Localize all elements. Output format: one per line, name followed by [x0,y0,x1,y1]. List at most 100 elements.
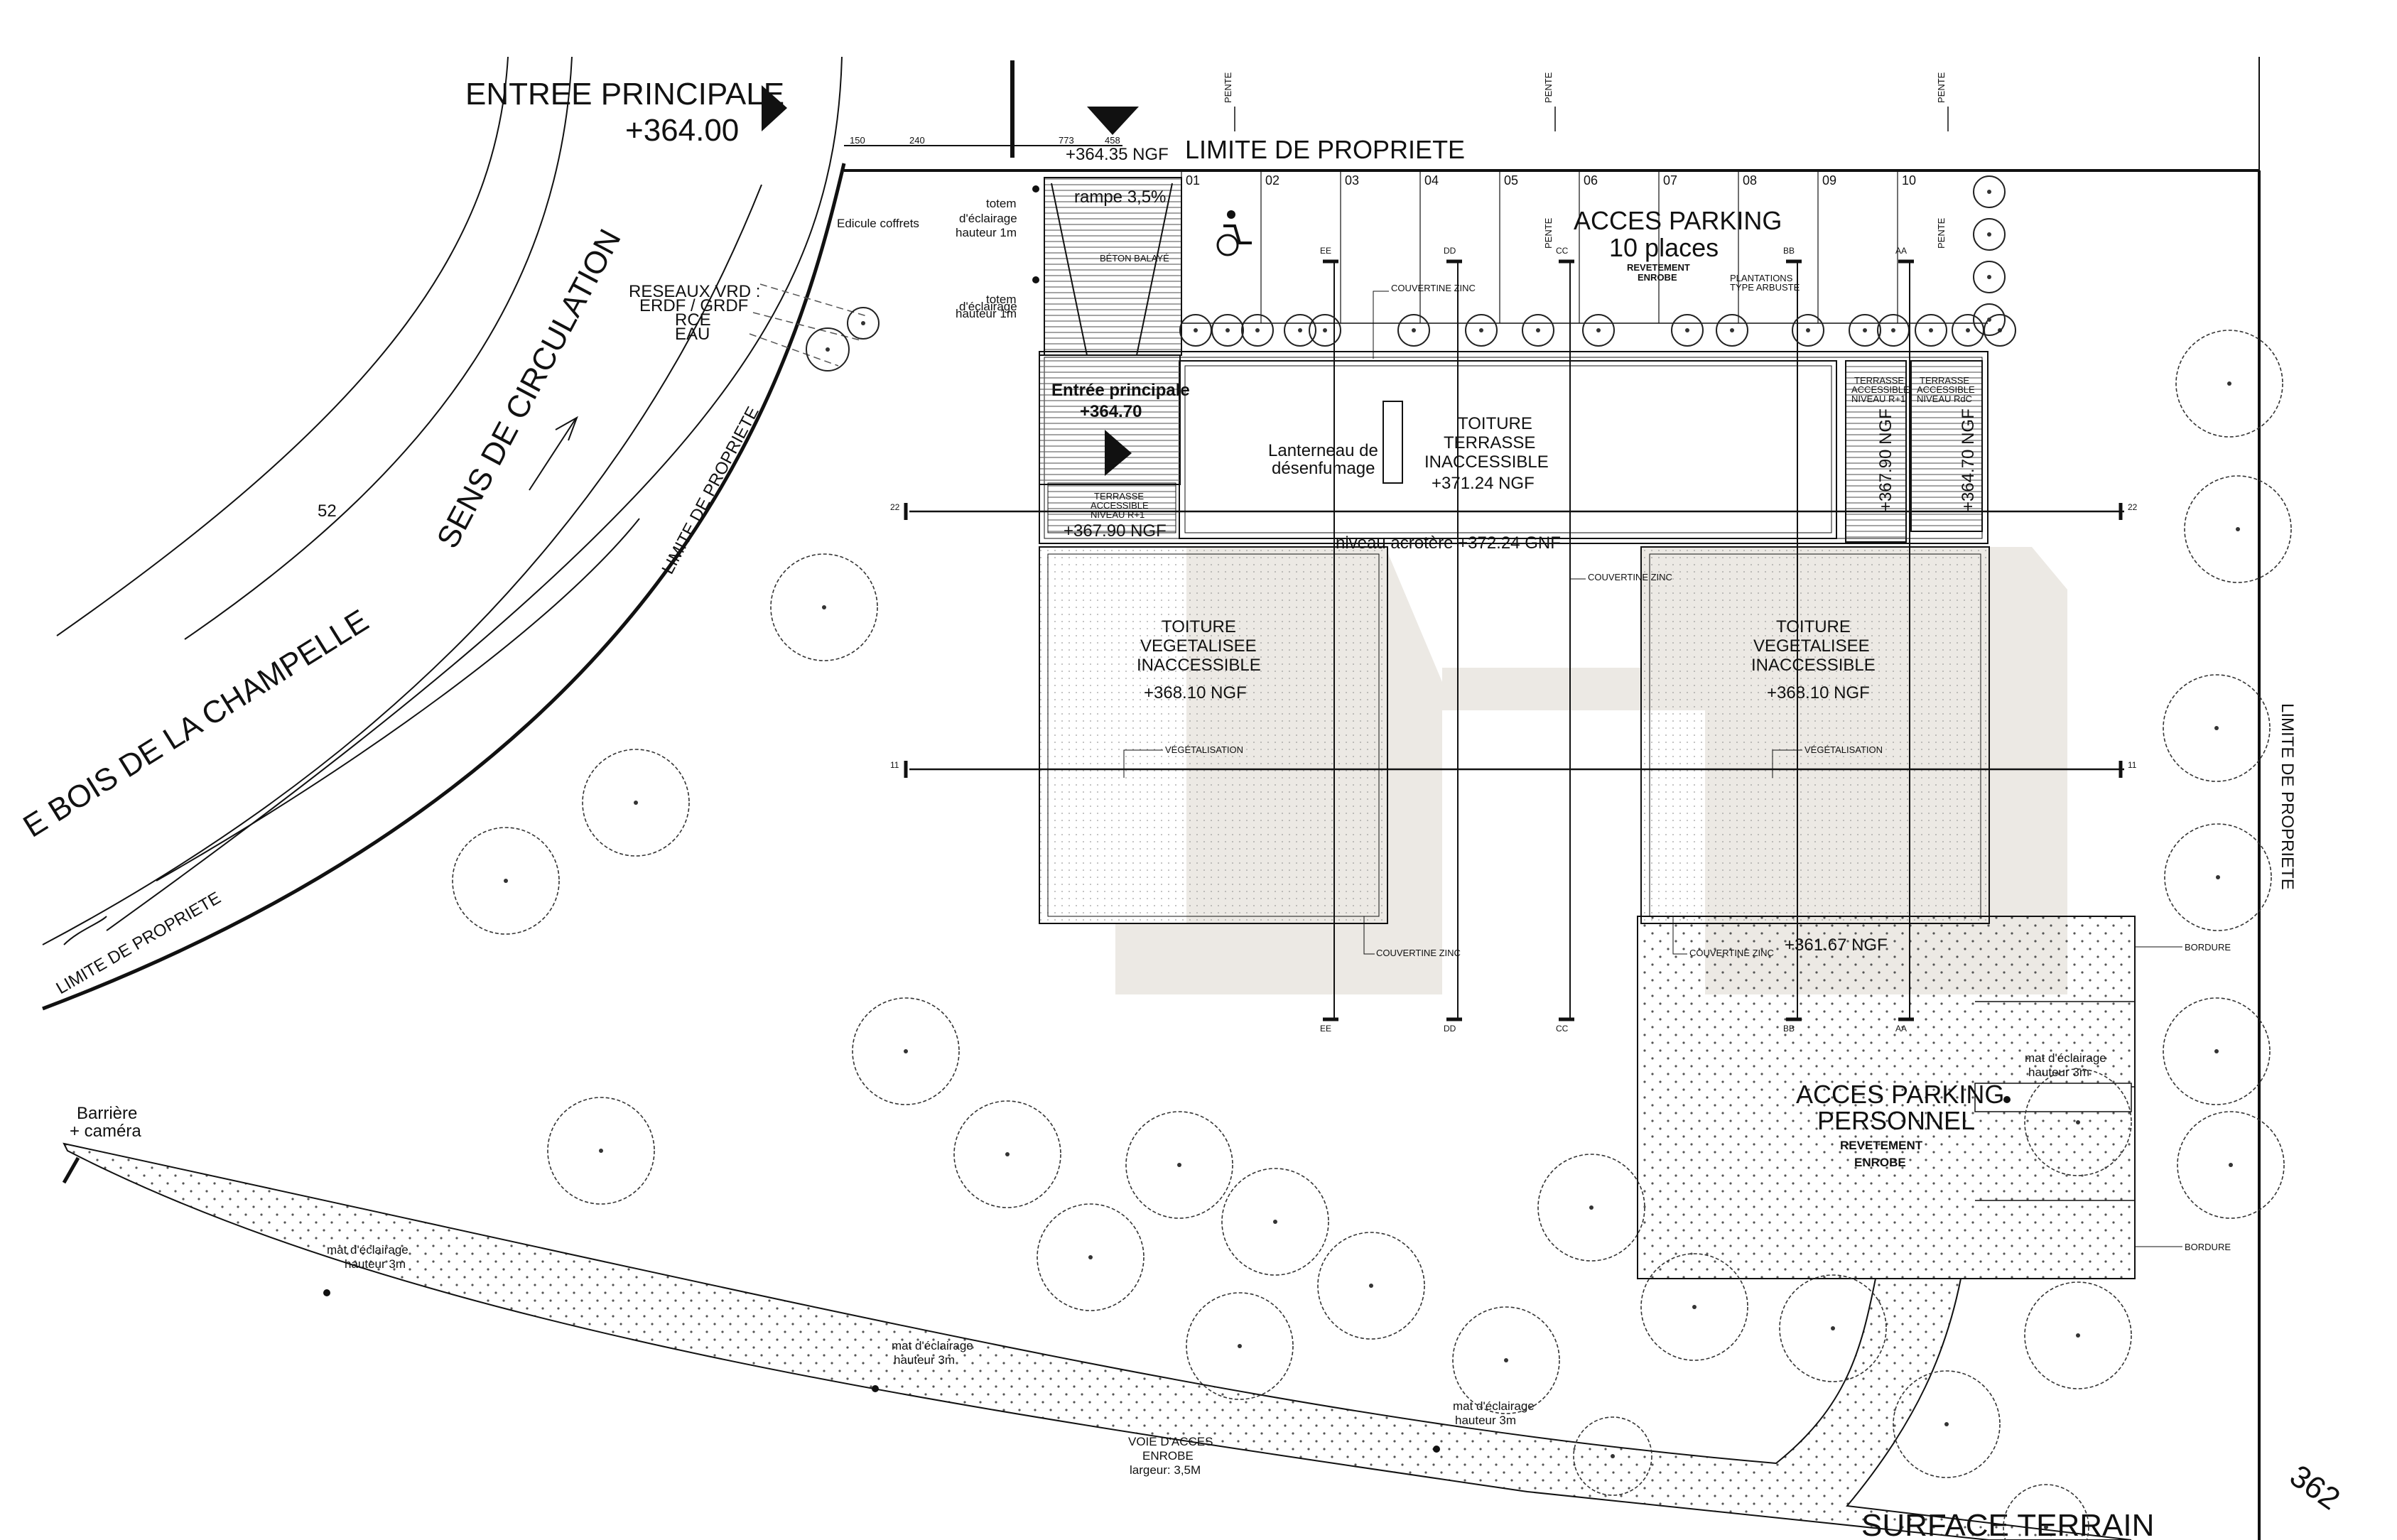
lamp-icon-1 [323,1289,330,1296]
label-entree-princ: Entrée principale [1051,381,1190,400]
dim-240: 240 [909,135,925,146]
tree-large [1317,1232,1425,1340]
label-ngf-367-left: +367.90 NGF [1064,521,1167,541]
tree-large [2184,475,2292,583]
section-mark-label: AA [1895,246,1907,256]
section-grid [909,510,2124,771]
grid-mark-label: 11 [2128,760,2137,770]
parking-stall-number: 09 [1822,173,1836,188]
tree-small [1397,314,1430,347]
label-acces-perso-a: ACCES PARKING [1796,1080,2004,1109]
tree-large [1573,1416,1652,1496]
parking-stall-number: 10 [1902,173,1916,188]
totem-icon-2 [1032,276,1039,283]
tree-small [1792,314,1824,347]
entry-arrow-icon [762,85,787,131]
label-surface-terrain: SURFACE TERRAIN [1861,1508,2154,1540]
label-toiture-terrasse-a: TOITURE [1458,414,1532,433]
label-totem1-b: d'éclairage [959,212,1017,225]
tree-large [2163,674,2271,782]
label-veg-right-d: +368.10 NGF [1767,683,1870,703]
label-limite-top: LIMITE DE PROPRIETE [1185,135,1465,164]
label-bordure-2: BORDURE [2185,1242,2231,1252]
label-acces-parking: ACCES PARKING [1574,206,1782,235]
label-acrotere: niveau acrotère +372.24 GNF [1336,533,1561,553]
label-revetement-perso: REVETEMENT [1840,1139,1923,1152]
dim-150: 150 [850,135,865,146]
section-mark-label: DD [1444,1024,1456,1034]
label-entree-principale: ENTREE PRINCIPALE [465,77,784,112]
label-mat-2-b: hauteur 3m [894,1353,955,1367]
label-couvertine-1: COUVERTINE ZINC [1391,283,1476,293]
parking-personnel-lines [1974,1001,2135,1201]
section-mark-label: AA [1895,1024,1907,1034]
tree-large [452,827,560,935]
parking-stall-number: 08 [1743,173,1757,188]
label-rampe: rampe 3,5% [1074,188,1166,207]
label-mat-1-a: mat d'éclairage [327,1243,408,1257]
trees [452,175,2292,1540]
label-totem2-c: hauteur 1m [956,307,1017,320]
entrance-ramp [1044,177,1182,356]
pente-labels: PENTE PENTE PENTE PENTE PENTE [1223,72,1947,249]
entry-marker-icon [1087,107,1139,135]
tree-small [1973,218,2006,251]
tree-small [1973,303,2006,336]
road-edges [42,56,846,1011]
label-mat-perso-b: hauteur 3m [2028,1065,2089,1079]
label-totem2-a: totem [986,293,1017,306]
section-mark-label: EE [1320,246,1331,256]
tree-large [582,749,690,857]
pente-arrows [1234,107,1949,131]
section-mark-label: DD [1444,246,1456,256]
section-mark-label: CC [1556,246,1569,256]
label-veg-right-a: TOITURE [1776,617,1851,636]
building [1039,351,1990,924]
label-plantations-a: PLANTATIONS [1730,273,1793,283]
label-voie-c: largeur: 3,5M [1130,1463,1201,1477]
label-corner-number: 362 [2283,1458,2346,1517]
tree-large [2164,823,2272,931]
label-toiture-terrasse-b: TERRASSE [1444,433,1535,452]
grid-mark-label: 22 [890,502,900,512]
label-mat-3-a: mat d'éclairage [1453,1399,1535,1413]
label-barriere-a: Barrière [77,1104,137,1123]
label-terr-r1-a: TERRASSE [1854,375,1904,386]
label-road-number: 52 [318,501,337,521]
label-vegetalisation-right: VÉGÉTALISATION [1804,744,1883,755]
label-veg-right-b: VEGETALISEE [1753,636,1870,656]
tree-large [1893,1370,2001,1478]
label-reseaux-c: RCE [675,310,711,330]
tree-large [1452,1306,1560,1414]
access-lane [63,1142,2132,1540]
lamp-icon-2 [872,1385,879,1392]
parking-stall-number: 02 [1265,173,1279,188]
tree-large [2024,1281,2132,1389]
tree-large [1186,1292,1294,1400]
dim-773: 773 [1059,135,1074,146]
tree-large [953,1100,1061,1208]
label-totem2-b: d'éclairage [959,300,1017,313]
label-beton: BÉTON BALAYÉ [1100,253,1169,264]
tree-small [1973,175,2006,208]
label-lanterneau-a: Lanterneau de [1268,441,1378,460]
label-veg-left-b: VEGETALISEE [1140,636,1257,656]
label-terr-rdc-c: NIVEAU RdC [1917,394,1972,404]
label-acces-perso-b: PERSONNEL [1817,1106,1975,1135]
building-entry-arrow-icon [1105,430,1132,476]
road-median-strip [63,518,640,945]
tree-large [852,997,960,1105]
label-totem1-c: hauteur 1m [956,226,1017,239]
label-terr-small-b: ACCESSIBLE [1091,500,1149,511]
tree-small [806,327,850,372]
tree-large [2003,1484,2089,1540]
label-voie-b: ENROBE [1142,1449,1194,1463]
label-toiture-terrasse-c: INACCESSIBLE [1424,452,1549,472]
label-mat-1-b: hauteur 3m [345,1257,406,1271]
tree-small [1952,314,1984,347]
tree-large [1640,1253,1748,1361]
section-mark-label: BB [1783,246,1795,256]
tree-large [2024,1068,2132,1176]
